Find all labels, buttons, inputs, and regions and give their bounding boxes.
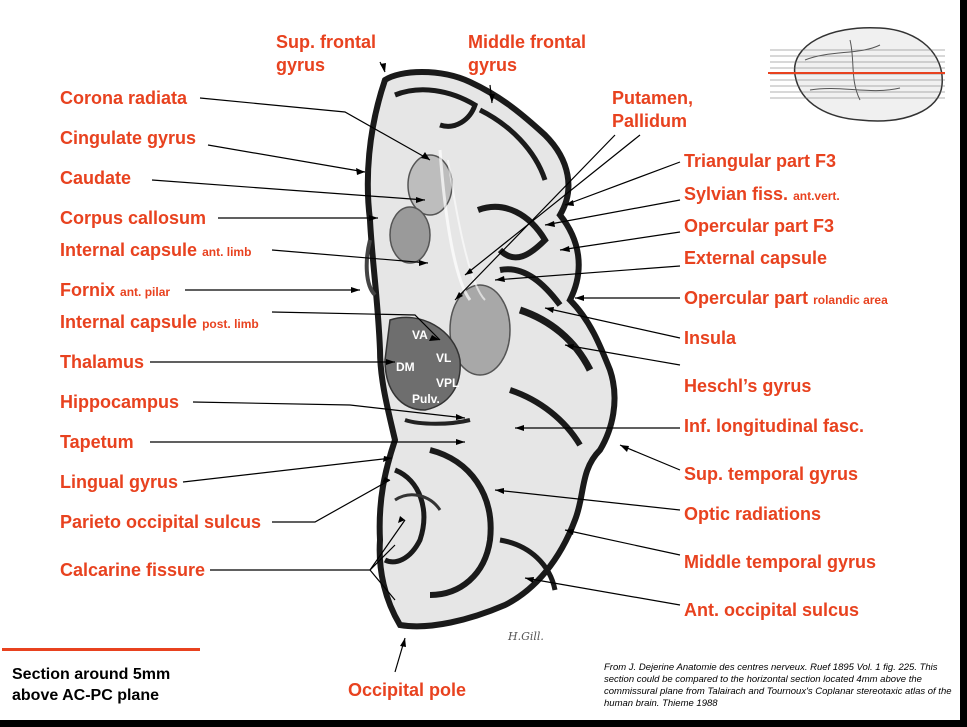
leader-calcarine-fissure-2 (369, 519, 406, 571)
leader-lingual-gyrus (182, 457, 393, 483)
leader-opercular-f3 (559, 231, 681, 251)
label-parieto-occipital-sulcus: Parieto occipital sulcus (60, 512, 262, 532)
label-internal-capsule-ant-sub: ant. limb (202, 245, 252, 259)
label-optic-radiations: Optic radiations (684, 504, 822, 524)
label-heschl-gyrus: Heschl’s gyrus (684, 376, 812, 396)
caption-line1: Section around 5mm (12, 666, 171, 683)
label-internal-capsule-post-text: Internal capsule (60, 312, 198, 332)
leader-lines (150, 61, 681, 673)
source-citation: From J. Dejerine Anatomie des centres ne… (604, 662, 952, 709)
label-occipital-pole: Occipital pole (348, 680, 467, 700)
label-opercular-f3: Opercular part F3 (684, 216, 835, 236)
nucleus-va: VA (412, 328, 428, 342)
label-hippocampus: Hippocampus (60, 392, 180, 412)
leader-cingulate-gyrus (207, 144, 366, 173)
nucleus-vpl: VPL (436, 376, 460, 390)
label-sylvian-fiss-sub: ant.vert. (793, 189, 840, 203)
caption-line2: above AC-PC plane (12, 687, 159, 704)
label-internal-capsule-ant: Internal capsule ant. limb (60, 239, 251, 264)
label-middle-frontal-gyrus-line2: gyrus (468, 55, 518, 75)
label-corpus-callosum: Corpus callosum (60, 208, 207, 228)
leader-putamen-1 (454, 134, 616, 301)
label-thalamus: Thalamus (60, 352, 145, 372)
leader-optic-radiations (494, 489, 681, 511)
nucleus-pulv: Pulv. (412, 392, 440, 406)
leader-internal-capsule-post (271, 311, 441, 341)
leader-insula (544, 307, 681, 339)
leader-calcarine-fissure-1 (210, 544, 396, 571)
specimen-mark: H.Gill. (507, 630, 544, 643)
leader-ant-occipital (524, 577, 681, 606)
label-putamen-line1: Putamen, (612, 88, 694, 108)
leader-hippocampus (192, 401, 466, 419)
leader-heschl (564, 344, 681, 366)
leader-middle-temporal (564, 529, 681, 556)
nucleus-vl: VL (436, 351, 452, 365)
label-sup-frontal-gyrus-line1: Sup. frontal (276, 32, 376, 52)
leader-sup-temporal (619, 444, 681, 471)
label-corona-radiata: Corona radiata (60, 88, 188, 108)
leader-parieto-occipital-sulcus (272, 479, 391, 523)
leader-triangular-part (564, 161, 681, 206)
leader-calcarine-fissure-3 (369, 569, 396, 601)
label-internal-capsule-post-sub: post. limb (202, 317, 259, 331)
label-middle-frontal-gyrus-line1: Middle frontal (468, 32, 586, 52)
label-opercular-part-sub: rolandic area (813, 293, 888, 307)
leader-internal-capsule-ant (271, 249, 429, 264)
label-fornix-sub: ant. pilar (120, 285, 171, 299)
arrowheads (351, 63, 629, 647)
label-tapetum: Tapetum (60, 432, 134, 452)
leader-external-capsule (494, 265, 681, 281)
label-fornix: Fornix ant. pilar (60, 279, 170, 304)
leader-putamen-2 (464, 134, 641, 276)
label-opercular-part-text: Opercular part (684, 288, 809, 308)
label-inf-longitudinal-fasc: Inf. longitudinal fasc. (684, 416, 864, 436)
brain-thumbnail (765, 20, 950, 130)
label-internal-capsule-post: Internal capsule post. limb (60, 311, 259, 336)
label-calcarine-fissure: Calcarine fissure (60, 560, 206, 580)
label-lingual-gyrus: Lingual gyrus (60, 472, 179, 492)
label-triangular-part: Triangular part F3 (684, 151, 837, 171)
slide-caption: Section around 5mm above AC-PC plane (12, 664, 170, 706)
label-sylvian-fiss-text: Sylvian fiss. (684, 184, 789, 204)
leader-caudate (151, 179, 426, 201)
label-cingulate-gyrus: Cingulate gyrus (60, 128, 197, 148)
label-sup-temporal-gyrus: Sup. temporal gyrus (684, 464, 859, 484)
leader-sylvian-fiss (544, 199, 681, 226)
brain-section-illustration (364, 69, 618, 630)
label-external-capsule: External capsule (684, 248, 828, 268)
label-opercular-part: Opercular part rolandic area (684, 287, 888, 312)
label-caudate: Caudate (60, 168, 132, 188)
caption-rule (2, 648, 200, 651)
label-putamen-line2: Pallidum (612, 111, 688, 131)
label-fornix-text: Fornix (60, 280, 116, 300)
label-sup-frontal-gyrus-line2: gyrus (276, 55, 326, 75)
label-ant-occipital-sulcus: Ant. occipital sulcus (684, 600, 860, 620)
label-sylvian-fiss: Sylvian fiss. ant.vert. (684, 183, 840, 208)
label-internal-capsule-ant-text: Internal capsule (60, 240, 198, 260)
label-middle-temporal-gyrus: Middle temporal gyrus (684, 552, 877, 572)
nucleus-dm: DM (396, 360, 415, 374)
label-insula: Insula (684, 328, 737, 348)
leader-corona-radiata (199, 97, 431, 161)
